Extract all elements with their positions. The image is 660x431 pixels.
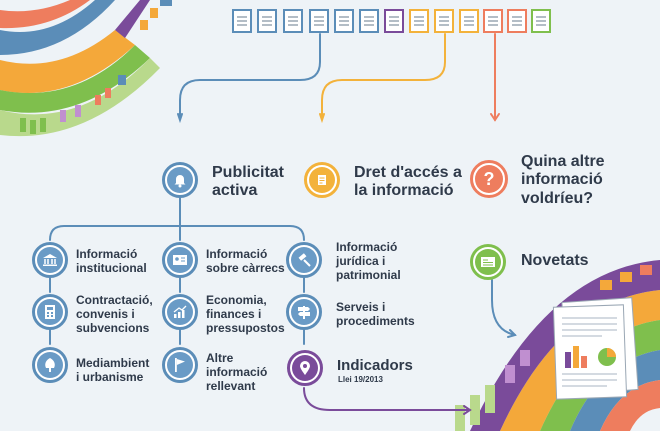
cat-serveis[interactable]: Serveis i procediments	[336, 301, 415, 329]
cat-institucional-l2: institucional	[76, 262, 147, 276]
cat-juridica-l3: patrimonial	[336, 269, 401, 283]
cat-juridica-l1: Informació	[336, 241, 401, 255]
cat-altre-l1: Altre	[206, 352, 267, 366]
cat-economia-l1: Economia,	[206, 294, 285, 308]
id-card-icon	[162, 242, 198, 278]
cat-institucional[interactable]: Informació institucional	[76, 248, 147, 276]
cat-economia-l2: finances i	[206, 308, 285, 322]
sunburst-top-left	[0, 0, 172, 136]
location-pin-icon	[287, 350, 323, 386]
indicadors-sub: Llei 19/2013	[338, 375, 383, 384]
cat-juridica-l2: jurídica i	[336, 255, 401, 269]
cat-mediambient-l1: Mediambient	[76, 357, 149, 371]
cat-carrecs[interactable]: Informació sobre càrrecs	[206, 248, 285, 276]
cat-contractacio-l1: Contractació,	[76, 294, 153, 308]
quina-line-1: Quina altre	[521, 153, 605, 171]
gavel-icon	[286, 242, 322, 278]
cat-mediambient-l2: i urbanisme	[76, 371, 149, 385]
documents-row	[233, 10, 550, 32]
cat-institucional-l1: Informació	[76, 248, 147, 262]
calculator-icon	[32, 294, 68, 330]
cat-contractacio-l3: subvencions	[76, 322, 153, 336]
signpost-icon	[286, 294, 322, 330]
cat-serveis-l2: procediments	[336, 315, 415, 329]
cat-contractacio-l2: convenis i	[76, 308, 153, 322]
quina-line-2: informació	[521, 171, 605, 189]
dret-line-1: Dret d'accés a	[354, 164, 462, 182]
flag-icon	[162, 347, 198, 383]
cat-economia[interactable]: Economia, finances i pressupostos	[206, 294, 285, 335]
cat-carrecs-l1: Informació	[206, 248, 285, 262]
dret-line-2: la informació	[354, 182, 462, 200]
tree-icon	[32, 347, 68, 383]
cat-altre[interactable]: Altre informació rellevant	[206, 352, 267, 393]
question-icon: ?	[470, 160, 508, 198]
quina-line-3: voldríeu?	[521, 190, 605, 208]
cat-mediambient[interactable]: Mediambient i urbanisme	[76, 357, 149, 385]
report-illustration	[553, 298, 638, 400]
chart-icon	[162, 294, 198, 330]
cat-altre-l2: informació	[206, 366, 267, 380]
institution-icon	[32, 242, 68, 278]
scroll-icon	[304, 162, 340, 198]
newspaper-icon	[470, 244, 506, 280]
quina-altre-label[interactable]: Quina altre informació voldríeu?	[521, 153, 605, 208]
publicitat-activa-label[interactable]: Publicitat activa	[212, 164, 284, 201]
cat-economia-l3: pressupostos	[206, 322, 285, 336]
dret-acces-label[interactable]: Dret d'accés a la informació	[354, 164, 462, 201]
indicadors-label[interactable]: Indicadors	[337, 357, 413, 374]
bell-icon	[162, 162, 198, 198]
cat-contractacio[interactable]: Contractació, convenis i subvencions	[76, 294, 153, 335]
publicitat-line-2: activa	[212, 182, 284, 200]
publicitat-line-1: Publicitat	[212, 164, 284, 182]
novetats-label[interactable]: Novetats	[521, 252, 589, 270]
cat-altre-l3: rellevant	[206, 380, 267, 394]
cat-juridica[interactable]: Informació jurídica i patrimonial	[336, 241, 401, 282]
cat-serveis-l1: Serveis i	[336, 301, 415, 315]
cat-carrecs-l2: sobre càrrecs	[206, 262, 285, 276]
